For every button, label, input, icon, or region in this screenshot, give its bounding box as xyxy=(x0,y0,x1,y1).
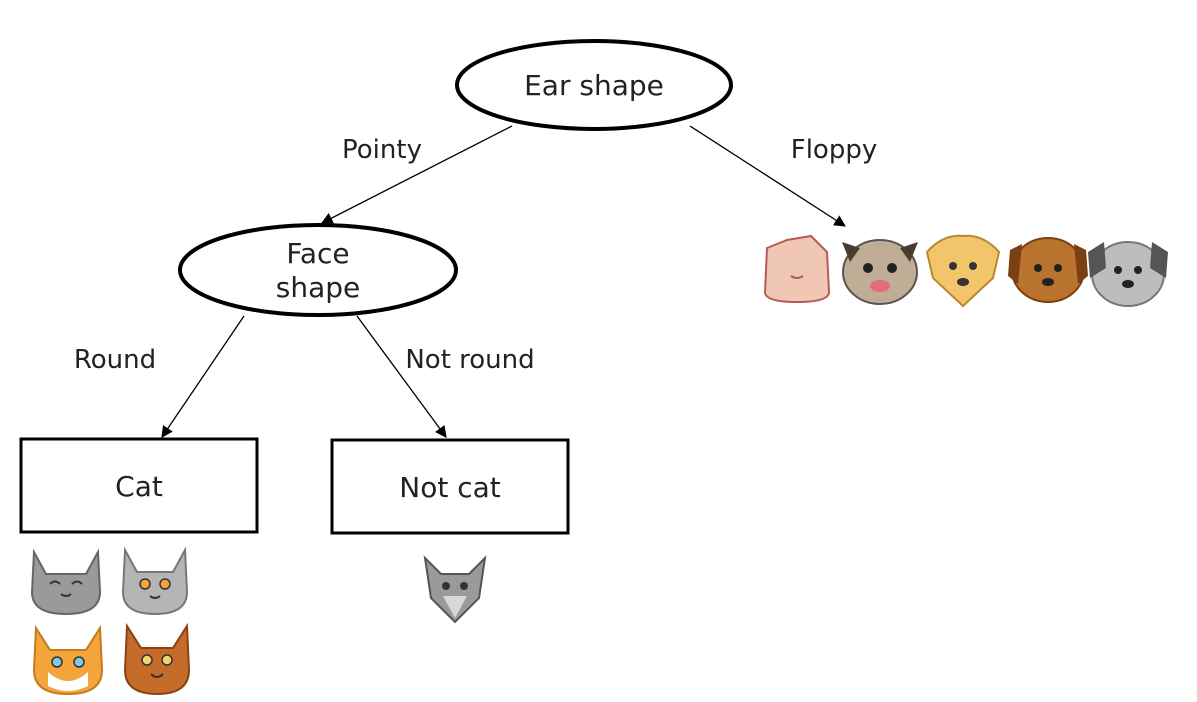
cat-orange-icon xyxy=(32,624,104,696)
dog-brown-icon xyxy=(1008,237,1088,303)
leaf-cat-box: Cat xyxy=(19,437,259,534)
edge-round-arrow xyxy=(161,315,245,438)
face-node-label-line1: Face xyxy=(286,237,349,270)
edge-floppy-arrow xyxy=(689,125,846,227)
leaf-not-cat-label: Not cat xyxy=(399,471,501,504)
leaf-cat-label: Cat xyxy=(115,470,163,503)
cat-gray-happy-icon xyxy=(30,548,102,616)
edge-label-pointy: Pointy xyxy=(342,135,422,165)
cat-gray-surprised-icon xyxy=(121,546,189,616)
cat-brown-icon xyxy=(123,622,191,696)
edge-label-not-round: Not round xyxy=(405,345,534,375)
edge-label-floppy: Floppy xyxy=(791,135,877,165)
dog-gray-icon xyxy=(1088,241,1168,307)
leaf-not-cat-box: Not cat xyxy=(330,438,570,535)
edge-not-round-arrow xyxy=(356,315,447,438)
root-node-label: Ear shape xyxy=(524,69,664,102)
dog-yellow-icon xyxy=(925,234,1001,308)
edge-pointy-arrow xyxy=(320,125,513,224)
cat-pink-floppy-ear-icon xyxy=(763,234,831,304)
face-node-label-line2: shape xyxy=(276,271,361,304)
dog-pug-icon xyxy=(842,239,918,305)
edge-label-round: Round xyxy=(74,345,156,375)
not-cat-animal-icon xyxy=(423,555,487,624)
root-node-ear-shape: Ear shape xyxy=(455,39,733,131)
face-shape-node: Face shape xyxy=(178,223,458,317)
